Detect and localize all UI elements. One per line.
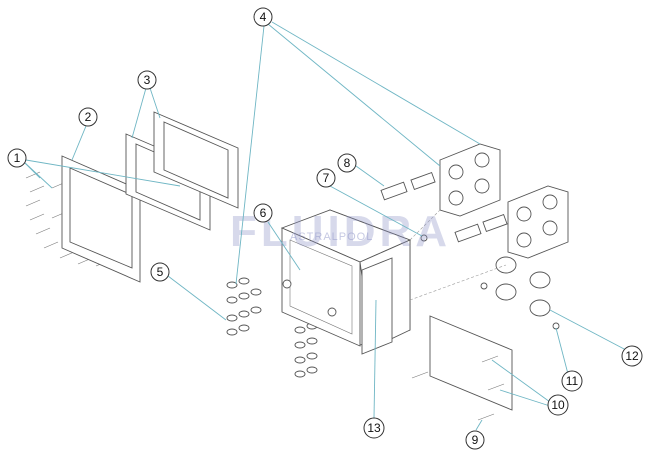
svg-text:6: 6 [260, 206, 267, 220]
cover-plate-part-10 [411, 315, 513, 421]
svg-text:8: 8 [344, 156, 351, 170]
callout-12: 12 [621, 345, 643, 367]
callout-13: 13 [363, 417, 385, 439]
callout-6: 6 [253, 203, 273, 223]
callout-7: 7 [316, 168, 336, 188]
watermark-sub: ASTRALPOOL [290, 231, 373, 243]
callout-8: 8 [337, 153, 357, 173]
flange-part-2 [61, 155, 141, 283]
cable-glands-part-8 [380, 171, 508, 243]
callout-3: 3 [137, 70, 157, 90]
callout-10: 10 [547, 394, 569, 416]
svg-text:12: 12 [625, 349, 639, 363]
callout-2: 2 [78, 107, 98, 127]
gaskets-part-3 [125, 111, 239, 231]
washers-part-5 [226, 277, 318, 378]
connector-blocks-part-4 [439, 143, 569, 259]
plugs-part-12 [480, 256, 560, 330]
svg-text:11: 11 [566, 374, 579, 388]
svg-text:10: 10 [551, 398, 565, 412]
leader-lines [23, 21, 627, 431]
svg-text:1: 1 [14, 151, 21, 165]
niche-box-part-6 [280, 209, 412, 355]
svg-text:4: 4 [260, 10, 267, 24]
callout-1: 1 [7, 148, 27, 168]
svg-text:7: 7 [323, 171, 330, 185]
callout-5: 5 [150, 262, 170, 282]
callout-9: 9 [465, 430, 485, 450]
svg-text:3: 3 [144, 73, 151, 87]
svg-text:13: 13 [367, 421, 381, 435]
svg-text:9: 9 [472, 433, 479, 447]
svg-text:2: 2 [85, 110, 92, 124]
callout-11: 11 [561, 370, 583, 392]
callout-4: 4 [253, 7, 273, 27]
svg-text:5: 5 [157, 265, 164, 279]
